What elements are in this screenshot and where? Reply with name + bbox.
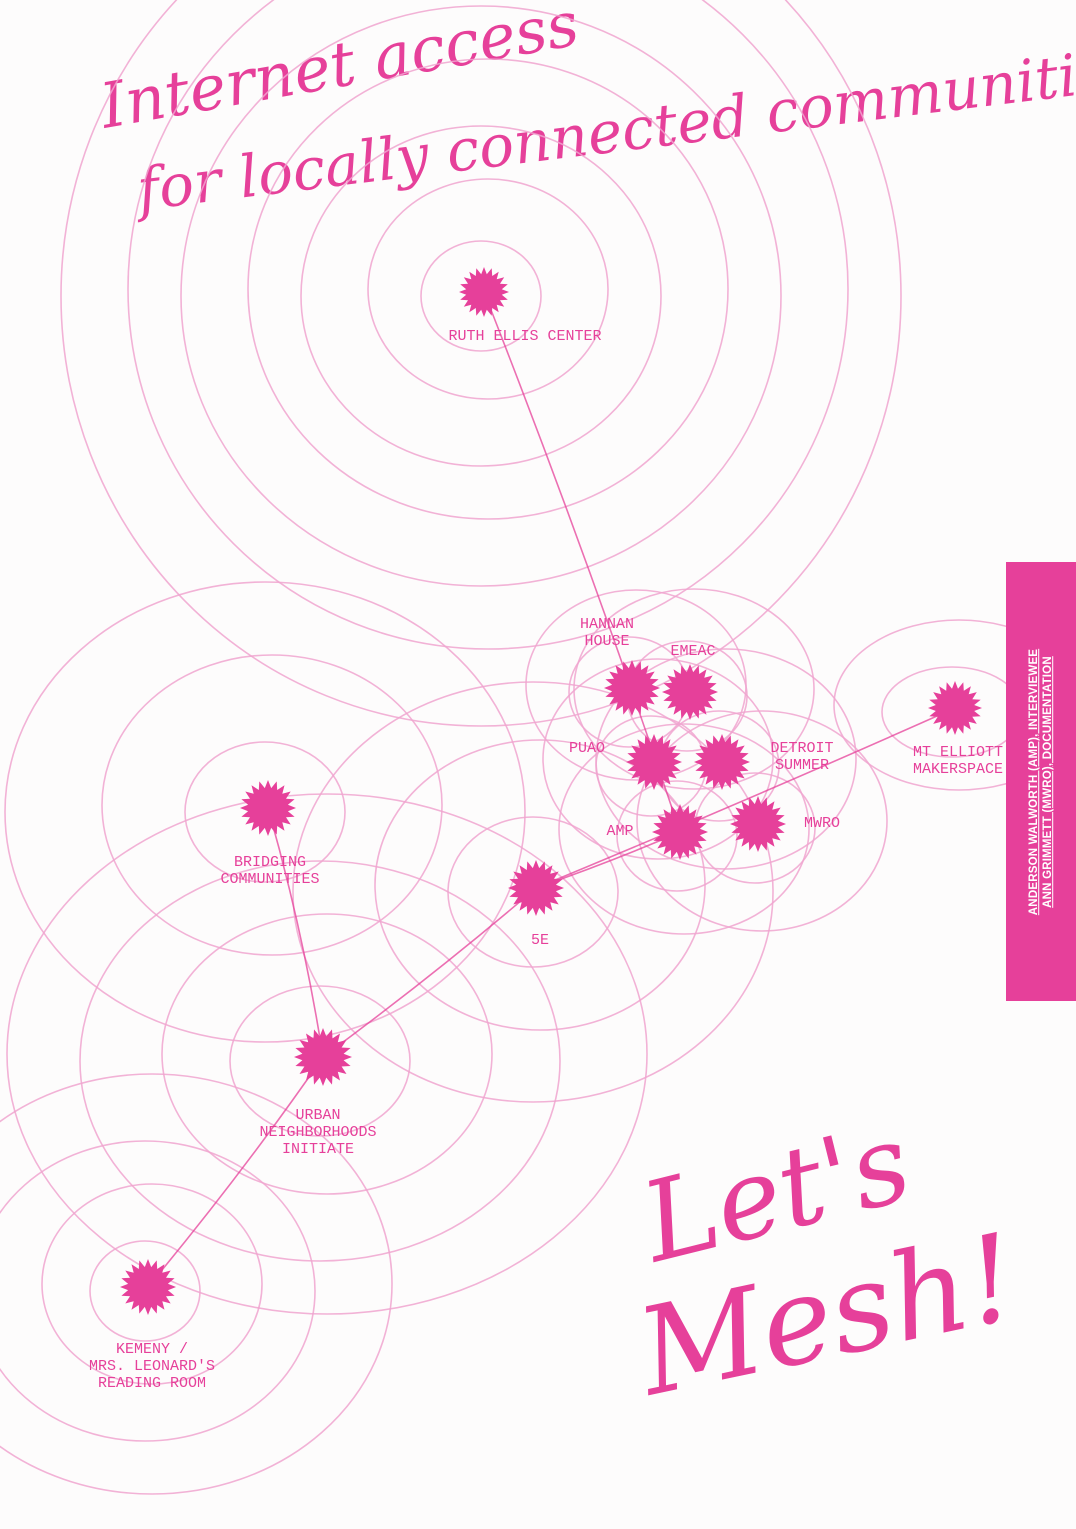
node-label-line: NEIGHBORHOODS — [259, 1124, 376, 1141]
node-starburst-icon — [730, 796, 786, 852]
credits-sidebar: ANDERSON WALWORTH (AMP), INTERVIEWEE ANN… — [1006, 562, 1076, 1001]
node-label-line: RUTH ELLIS CENTER — [448, 328, 601, 345]
node-label-line: HANNAN — [580, 616, 634, 633]
node-label-line: URBAN — [295, 1107, 340, 1124]
node-starburst-icon — [240, 780, 296, 836]
mesh-link-urban-bridging — [268, 808, 323, 1057]
node-label-ruth: RUTH ELLIS CENTER — [448, 328, 601, 345]
mesh-link-5e-urban — [323, 888, 536, 1057]
node-label-line: SUMMER — [775, 757, 829, 774]
node-label-line: INITIATE — [282, 1141, 354, 1158]
node-label-puao: PUAO — [569, 740, 605, 757]
node-mwro: MWRO — [730, 796, 840, 852]
node-label-amp: AMP — [606, 823, 633, 840]
node-starburst-icon — [928, 681, 982, 735]
node-label-line: KEMENY / — [116, 1341, 188, 1358]
node-label-emeac: EMEAC — [670, 643, 715, 660]
node-label-line: COMMUNITIES — [220, 871, 319, 888]
node-starburst-icon — [294, 1028, 352, 1086]
node-label-line: READING ROOM — [98, 1375, 206, 1392]
node-emeac: EMEAC — [662, 643, 718, 720]
node-starburst-icon — [120, 1259, 176, 1315]
node-label-line: AMP — [606, 823, 633, 840]
node-starburst-icon — [459, 267, 509, 317]
node-label-line: MAKERSPACE — [913, 761, 1003, 778]
node-label-line: EMEAC — [670, 643, 715, 660]
node-label-5e: 5E — [531, 932, 549, 949]
node-label-line: 5E — [531, 932, 549, 949]
node-label-line: MRS. LEONARD'S — [89, 1358, 215, 1375]
node-label-line: DETROIT — [770, 740, 833, 757]
credits-text: ANDERSON WALWORTH (AMP), INTERVIEWEE ANN… — [1027, 648, 1055, 914]
node-label-line: HOUSE — [584, 633, 629, 650]
mesh-link-urban-kemeny — [148, 1057, 323, 1287]
credit-documentation: ANN GRIMMETT (MWRO), DOCUMENTATION — [1041, 648, 1055, 914]
node-label-line: MT ELLIOTT — [913, 744, 1003, 761]
node-label-line: BRIDGING — [234, 854, 306, 871]
node-label-line: PUAO — [569, 740, 605, 757]
credit-interviewee: ANDERSON WALWORTH (AMP), INTERVIEWEE — [1027, 648, 1041, 914]
node-label-mwro: MWRO — [804, 815, 840, 832]
node-label-line: MWRO — [804, 815, 840, 832]
node-ruth: RUTH ELLIS CENTER — [448, 267, 601, 345]
